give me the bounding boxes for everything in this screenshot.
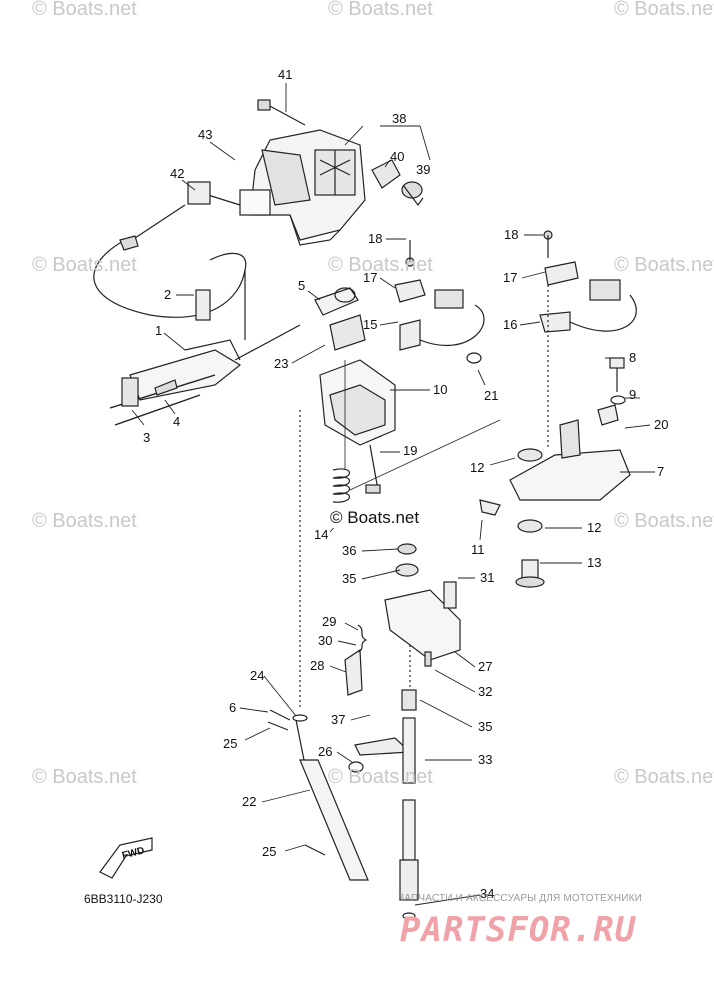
callout-number: 36: [342, 543, 357, 558]
callout-number: 20: [654, 417, 669, 432]
callout-number: 34: [480, 886, 495, 901]
callout-number: 18: [504, 227, 519, 242]
callout-number: 4: [173, 414, 181, 429]
center-watermark: © Boats.net: [330, 508, 420, 528]
callout-number: 27: [478, 659, 493, 674]
callout-number: 25: [223, 736, 238, 751]
callout-number: 29: [322, 614, 337, 629]
callout-number: 17: [503, 270, 518, 285]
callout-number: 12: [587, 520, 602, 535]
callout-number: 5: [298, 278, 306, 293]
callout-number: 21: [484, 388, 499, 403]
callout-number: 10: [433, 382, 448, 397]
callout-number: 40: [390, 149, 405, 164]
watermark: © Boats.net: [328, 766, 433, 788]
callout-number: 11: [471, 542, 485, 557]
callout-number: 14: [314, 527, 329, 542]
callout-number: 9: [629, 387, 637, 402]
callout-number: 19: [403, 443, 418, 458]
callout-number: 41: [278, 67, 293, 82]
callout-number: 16: [503, 317, 518, 332]
callout-number: 8: [629, 350, 637, 365]
callout-number: 13: [587, 555, 602, 570]
callout-number: 43: [198, 127, 213, 142]
callout-number: 25: [262, 844, 277, 859]
callout-number: 37: [331, 712, 346, 727]
callout-number: 39: [416, 162, 431, 177]
callout-number: 3: [143, 430, 151, 445]
watermark: © Boats.net: [614, 254, 714, 276]
callout-number: 33: [478, 752, 493, 767]
callout-number: 32: [478, 684, 493, 699]
callout-number: 1: [155, 323, 163, 338]
watermark: © Boats.net: [328, 0, 433, 20]
drawing-code: 6BB3110-J230: [84, 892, 163, 906]
callout-number: 6: [229, 700, 237, 715]
callout-number: 18: [368, 231, 383, 246]
callout-number: 38: [392, 111, 407, 126]
callout-number: 35: [342, 571, 357, 586]
watermark: © Boats.net: [614, 0, 714, 20]
callout-number: 24: [250, 668, 265, 683]
callout-number: 12: [470, 460, 485, 475]
footer-tagline: ЗАПЧАСТИ И АКСЕССУАРЫ ДЛЯ МОТОТЕХНИКИ: [398, 893, 643, 904]
callout-number: 17: [363, 270, 378, 285]
callout-number: 7: [657, 464, 665, 479]
callout-number: 2: [164, 287, 172, 302]
callout-number: 28: [310, 658, 325, 673]
callout-number: 35: [478, 719, 493, 734]
callout-number: 23: [274, 356, 289, 371]
callout-number: 42: [170, 166, 185, 181]
watermark: © Boats.net: [328, 254, 433, 276]
footer-brand: PARTSFOR.RU: [400, 910, 637, 950]
callout-number: 31: [480, 570, 495, 585]
callout-number: 22: [242, 794, 257, 809]
watermark: © Boats.net: [32, 0, 137, 20]
watermark: © Boats.net: [614, 766, 714, 788]
watermark: © Boats.net: [32, 254, 137, 276]
watermark: © Boats.net: [32, 510, 137, 532]
callout-number: 15: [363, 317, 378, 332]
callout-number: 30: [318, 633, 333, 648]
watermark: © Boats.net: [614, 510, 714, 532]
callout-number: 26: [318, 744, 333, 759]
watermark: © Boats.net: [32, 766, 137, 788]
